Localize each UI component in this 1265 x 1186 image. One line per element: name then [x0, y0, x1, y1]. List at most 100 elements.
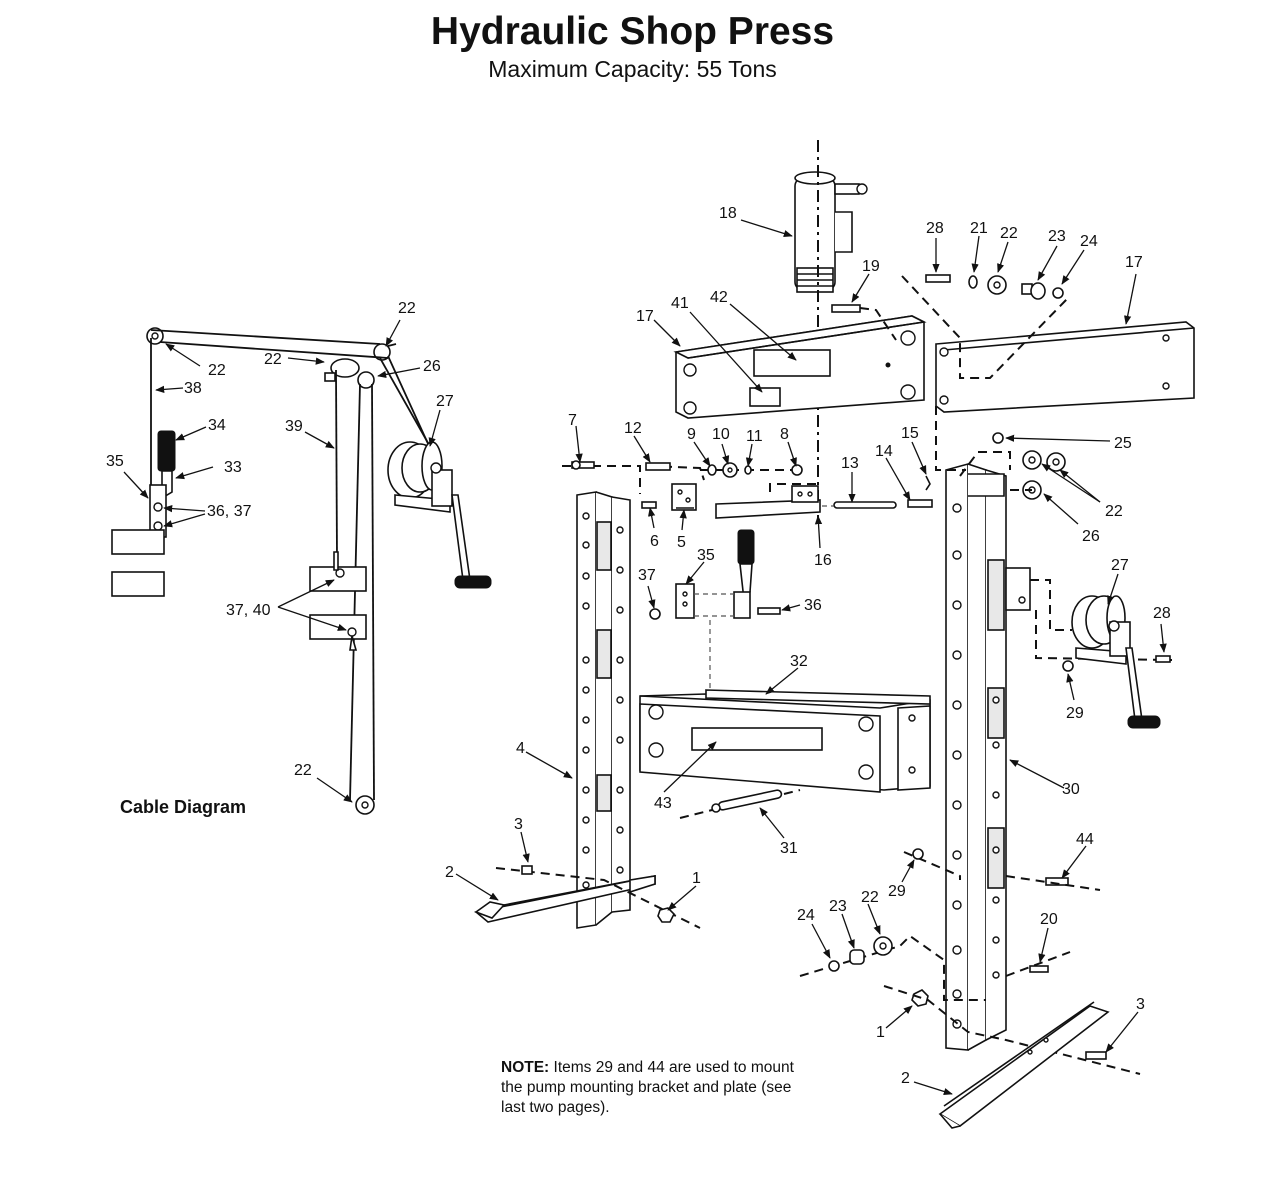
bolt-3-right — [1085, 1051, 1107, 1060]
note-text: Items 29 and 44 are used to mount the pu… — [501, 1059, 794, 1116]
upright-4-holes — [582, 512, 624, 889]
bolt-12 — [645, 462, 671, 471]
callout-numbers: 22 38 34 33 35 36, 37 22 22 26 27 39 37,… — [106, 205, 1171, 1087]
bracket-35-center — [675, 583, 695, 619]
cable-diagram — [111, 327, 492, 815]
callout-37-40: 37, 40 — [226, 602, 271, 619]
callout-3-left: 3 — [514, 816, 523, 833]
callout-38: 38 — [184, 380, 202, 397]
washer-22-bottom — [873, 936, 893, 956]
callout-7: 7 — [568, 412, 577, 429]
cable-39 — [335, 369, 338, 561]
bolt-28-top — [925, 274, 951, 283]
mount-plate-right — [1005, 567, 1031, 611]
callout-22-cable-c: 22 — [398, 300, 416, 317]
page-subtitle: Maximum Capacity: 55 Tons — [488, 56, 777, 82]
callout-18: 18 — [719, 205, 737, 222]
callout-17-right: 17 — [1125, 254, 1143, 271]
handle-assembly-center — [649, 529, 781, 620]
callout-1-right: 1 — [876, 1024, 885, 1041]
nut-29-upper — [1062, 660, 1074, 672]
callout-6: 6 — [650, 533, 659, 550]
note-label: NOTE: — [501, 1059, 550, 1076]
callout-8: 8 — [780, 426, 789, 443]
callout-1-left: 1 — [692, 870, 701, 887]
bracket-5 — [671, 483, 697, 511]
bolt-20 — [1029, 965, 1049, 973]
callout-22-cable-b: 22 — [264, 351, 282, 368]
callout-11: 11 — [746, 428, 763, 445]
rod-13 — [833, 501, 897, 509]
callout-37: 37 — [638, 567, 656, 584]
callout-35-cable: 35 — [106, 453, 124, 470]
winch-cable-side — [387, 441, 492, 589]
callout-43: 43 — [654, 795, 672, 812]
base-foot-2-left — [474, 875, 656, 923]
callout-23-top: 23 — [1048, 228, 1066, 245]
upright-30-holes — [952, 503, 1000, 1029]
plate-left-upper — [111, 529, 165, 555]
callout-24-bottom: 24 — [797, 907, 815, 924]
callout-22-bottom: 22 — [861, 889, 879, 906]
bolt-25 — [992, 432, 1004, 444]
callout-3-right: 3 — [1136, 996, 1145, 1013]
nut-8 — [791, 464, 803, 476]
bed-frame-32 — [639, 689, 931, 793]
callout-19: 19 — [862, 258, 880, 275]
callout-33: 33 — [224, 459, 242, 476]
callout-28-right: 28 — [1153, 605, 1171, 622]
washers-22-right — [1022, 450, 1066, 472]
bolt-19 — [831, 304, 861, 313]
callout-25: 25 — [1114, 435, 1132, 452]
callout-22-right: 22 — [1105, 503, 1123, 520]
callout-39: 39 — [285, 418, 303, 435]
callout-30: 30 — [1062, 781, 1080, 798]
bolt-6 — [641, 501, 657, 509]
callout-2-left: 2 — [445, 864, 454, 881]
callout-27-cable: 27 — [436, 393, 454, 410]
callout-22-cable-a: 22 — [208, 362, 226, 379]
callout-24-top: 24 — [1080, 233, 1098, 250]
upright-30-right — [945, 462, 1031, 1051]
upright-4-left — [576, 491, 631, 929]
nut-1-left — [657, 907, 675, 923]
callout-14: 14 — [875, 443, 893, 460]
nut-29-lower — [912, 848, 924, 860]
bolt-44 — [1045, 877, 1069, 886]
plate-left-lower — [111, 571, 165, 597]
pin-7 — [571, 460, 595, 470]
callout-5: 5 — [677, 534, 686, 551]
callout-36-37: 36, 37 — [207, 503, 252, 520]
callout-44: 44 — [1076, 831, 1094, 848]
callout-41: 41 — [671, 295, 689, 312]
callout-34: 34 — [208, 417, 226, 434]
callout-13: 13 — [841, 455, 859, 472]
bracket-16 — [715, 485, 821, 519]
winch-27-right — [1071, 595, 1161, 729]
page-title: Hydraulic Shop Press — [430, 10, 835, 53]
hydraulic-cylinder-18 — [794, 171, 868, 293]
cable-sheave — [330, 358, 360, 378]
callout-22-top: 22 — [1000, 225, 1018, 242]
label-42 — [753, 349, 831, 377]
clip-15 — [925, 475, 931, 491]
callout-31: 31 — [780, 840, 798, 857]
bolt-3-left — [521, 865, 533, 875]
callout-9: 9 — [687, 426, 696, 443]
callout-10: 10 — [712, 426, 730, 443]
callout-29-lower: 29 — [888, 883, 906, 900]
callout-20: 20 — [1040, 911, 1058, 928]
nut-37 — [649, 608, 661, 620]
callout-29-upper: 29 — [1066, 705, 1084, 722]
cable-diagram-label: Cable Diagram — [120, 797, 247, 817]
label-43 — [691, 727, 823, 751]
callout-36: 36 — [804, 597, 822, 614]
callout-12: 12 — [624, 420, 642, 437]
callout-35-center: 35 — [697, 547, 715, 564]
callout-17-left: 17 — [636, 308, 654, 325]
spring-14 — [907, 499, 933, 508]
callout-2-right: 2 — [901, 1070, 910, 1087]
callout-21: 21 — [970, 220, 988, 237]
bolt-28-right — [1155, 655, 1171, 663]
